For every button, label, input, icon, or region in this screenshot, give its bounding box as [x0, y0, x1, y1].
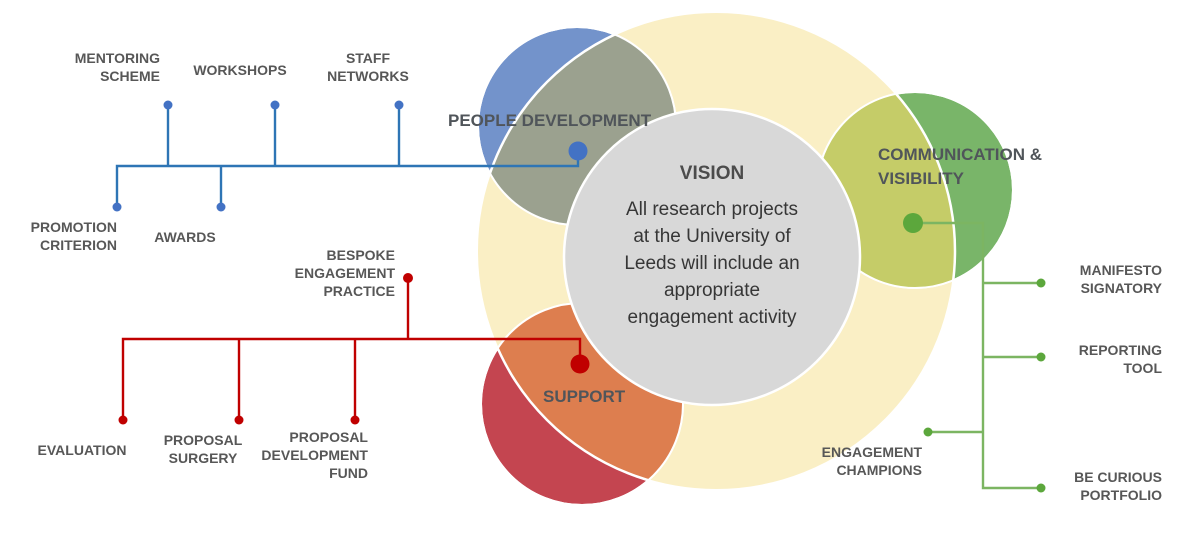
label-reporting-tool: REPORTING TOOL — [1078, 342, 1162, 376]
people-development-node-dot — [568, 141, 588, 161]
dot-mentoring-scheme — [163, 100, 173, 110]
label-communication-visibility: COMMUNICATION & VISIBILITY — [878, 145, 1042, 188]
dot-be-curious-portfolio — [1036, 483, 1046, 493]
communication-branch-dots — [903, 213, 1046, 493]
label-awards: AWARDS — [154, 229, 216, 245]
vision-circle — [562, 107, 862, 407]
label-manifesto-signatory: MANIFESTO SIGNATORY — [1079, 262, 1162, 296]
label-evaluation: EVALUATION — [37, 442, 127, 458]
dot-staff-networks — [394, 100, 404, 110]
dot-engagement-champions — [923, 427, 933, 437]
label-workshops: WORKSHOPS — [193, 62, 287, 78]
label-mentoring-scheme: MENTORING SCHEME — [74, 50, 160, 84]
dot-proposal-development-fund — [350, 415, 360, 425]
dot-reporting-tool — [1036, 352, 1046, 362]
label-proposal-surgery: PROPOSAL SURGERY — [163, 432, 243, 466]
support-yellow-overlap — [481, 303, 683, 492]
vision-title: VISION — [679, 163, 745, 184]
label-engagement-champions: ENGAGEMENT CHAMPIONS — [821, 444, 922, 478]
vision-statement: All research projects at the University … — [624, 199, 800, 328]
dot-proposal-surgery — [234, 415, 244, 425]
dot-evaluation — [118, 415, 128, 425]
label-proposal-development-fund: PROPOSAL DEVELOPMENT FUND — [261, 429, 368, 481]
label-support: SUPPORT — [543, 387, 626, 406]
people-development-yellow-overlap — [478, 27, 676, 225]
people-development-branch-dots — [112, 100, 588, 212]
label-people-development: PEOPLE DEVELOPMENT — [448, 111, 652, 130]
support-branch-lines — [121, 281, 582, 420]
communication-node-dot — [903, 213, 923, 233]
dot-promotion-criterion — [112, 202, 122, 212]
dot-manifesto-signatory — [1036, 278, 1046, 288]
dot-workshops — [270, 100, 280, 110]
label-be-curious-portfolio: BE CURIOUS PORTFOLIO — [1074, 469, 1162, 503]
dot-awards — [216, 202, 226, 212]
label-staff-networks: STAFF NETWORKS — [327, 50, 409, 84]
label-bespoke-engagement-practice: BESPOKE ENGAGEMENT PRACTICE — [294, 247, 395, 299]
communication-branch-lines — [921, 221, 1038, 490]
support-node-dot — [570, 354, 590, 374]
support-branch-dots — [118, 273, 590, 425]
dot-bespoke-engagement-practice — [403, 273, 413, 283]
label-promotion-criterion: PROMOTION CRITERION — [30, 219, 117, 253]
